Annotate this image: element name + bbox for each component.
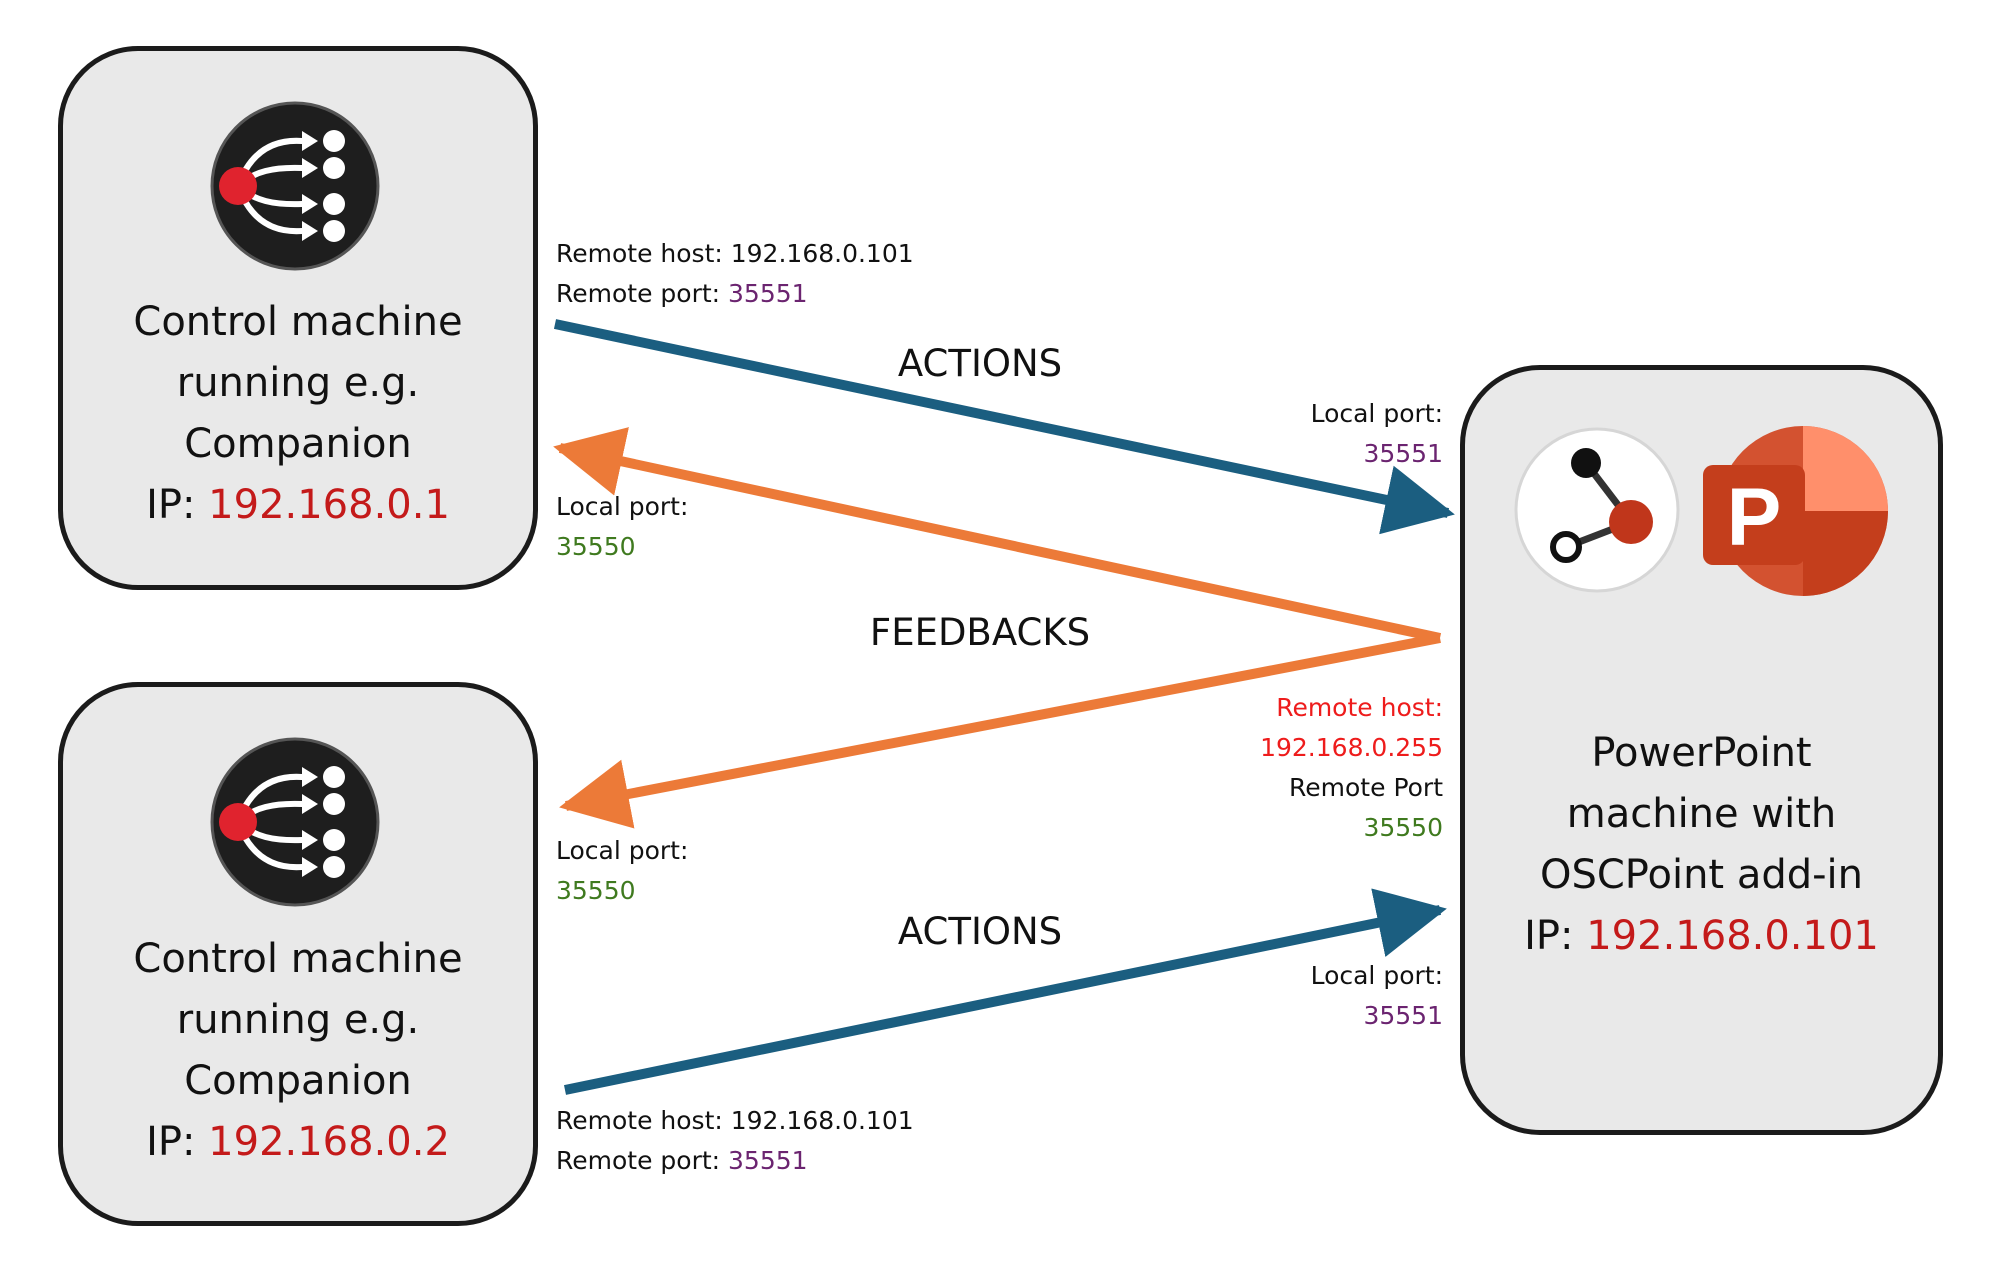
pp-local-settings-top: Local port: 35551 [1311, 394, 1443, 474]
control-machine-1-line3: Companion [184, 421, 412, 467]
pp-local-port-top-label: Local port: [1310, 399, 1443, 428]
control-machine-2-ip: IP: 192.168.0.2 [146, 1119, 450, 1165]
control-machine-2-line3: Companion [184, 1058, 412, 1104]
feedbacks-arrow-top [553, 427, 1442, 643]
pp-remote-settings: Remote host: 192.168.0.255 Remote Port 3… [1260, 688, 1443, 848]
powerpoint-logo-icon: P [1703, 426, 1888, 596]
actions-arrow-bottom [563, 888, 1447, 1095]
pp-local-port-bottom-label: Local port: [1310, 961, 1443, 990]
companion-logo-icon [210, 737, 380, 907]
control-machine-1-title: Control machine running e.g. Companion I… [58, 292, 538, 536]
control-machine-2-line2: running e.g. [176, 997, 420, 1043]
powerpoint-machine-ip: IP: 192.168.0.101 [1524, 913, 1879, 959]
c2-remote-host: Remote host: 192.168.0.101 [556, 1106, 914, 1135]
pp-local-port-bottom-value: 35551 [1363, 1001, 1443, 1030]
pp-local-port-top-value: 35551 [1363, 439, 1443, 468]
control-machine-2-title: Control machine running e.g. Companion I… [58, 929, 538, 1173]
pp-remote-host-value: 192.168.0.255 [1260, 733, 1443, 762]
powerpoint-machine-line1: PowerPoint [1591, 730, 1812, 776]
c1-local-settings: Local port: 35550 [556, 487, 688, 567]
pp-remote-host-label: Remote host: [1276, 693, 1443, 722]
c1-local-port-value: 35550 [556, 532, 636, 561]
feedbacks-label: FEEDBACKS [869, 611, 1091, 654]
c1-remote-host: Remote host: 192.168.0.101 [556, 239, 914, 268]
powerpoint-machine-line3: OSCPoint add-in [1539, 852, 1864, 898]
c2-remote-settings: Remote host: 192.168.0.101 Remote port: … [556, 1101, 914, 1181]
actions-arrow-top [553, 319, 1455, 535]
actions-label-bottom: ACTIONS [897, 910, 1063, 953]
control-machine-1-ip: IP: 192.168.0.1 [146, 482, 450, 528]
powerpoint-machine-line2: machine with [1566, 791, 1837, 837]
oscpoint-logo-icon [1514, 427, 1680, 593]
powerpoint-machine-title: PowerPoint machine with OSCPoint add-in … [1460, 723, 1943, 967]
actions-label-top: ACTIONS [897, 342, 1063, 385]
companion-logo-icon [210, 101, 380, 271]
pp-local-settings-bottom: Local port: 35551 [1311, 956, 1443, 1036]
control-machine-1-line1: Control machine [133, 299, 463, 345]
c2-local-port-value: 35550 [556, 876, 636, 905]
pp-remote-port-label: Remote Port [1289, 773, 1443, 802]
control-machine-2-line1: Control machine [133, 936, 463, 982]
control-machine-1-line2: running e.g. [176, 360, 420, 406]
c1-remote-port: Remote port: 35551 [556, 279, 808, 308]
powerpoint-logo-letter: P [1727, 472, 1782, 563]
c1-local-port-label: Local port: [556, 492, 689, 521]
feedbacks-arrow-bottom [559, 633, 1441, 829]
c2-local-settings: Local port: 35550 [556, 831, 688, 911]
c2-remote-port: Remote port: 35551 [556, 1146, 808, 1175]
pp-remote-port-value: 35550 [1363, 813, 1443, 842]
c1-remote-settings: Remote host: 192.168.0.101 Remote port: … [556, 234, 914, 314]
c2-local-port-label: Local port: [556, 836, 689, 865]
